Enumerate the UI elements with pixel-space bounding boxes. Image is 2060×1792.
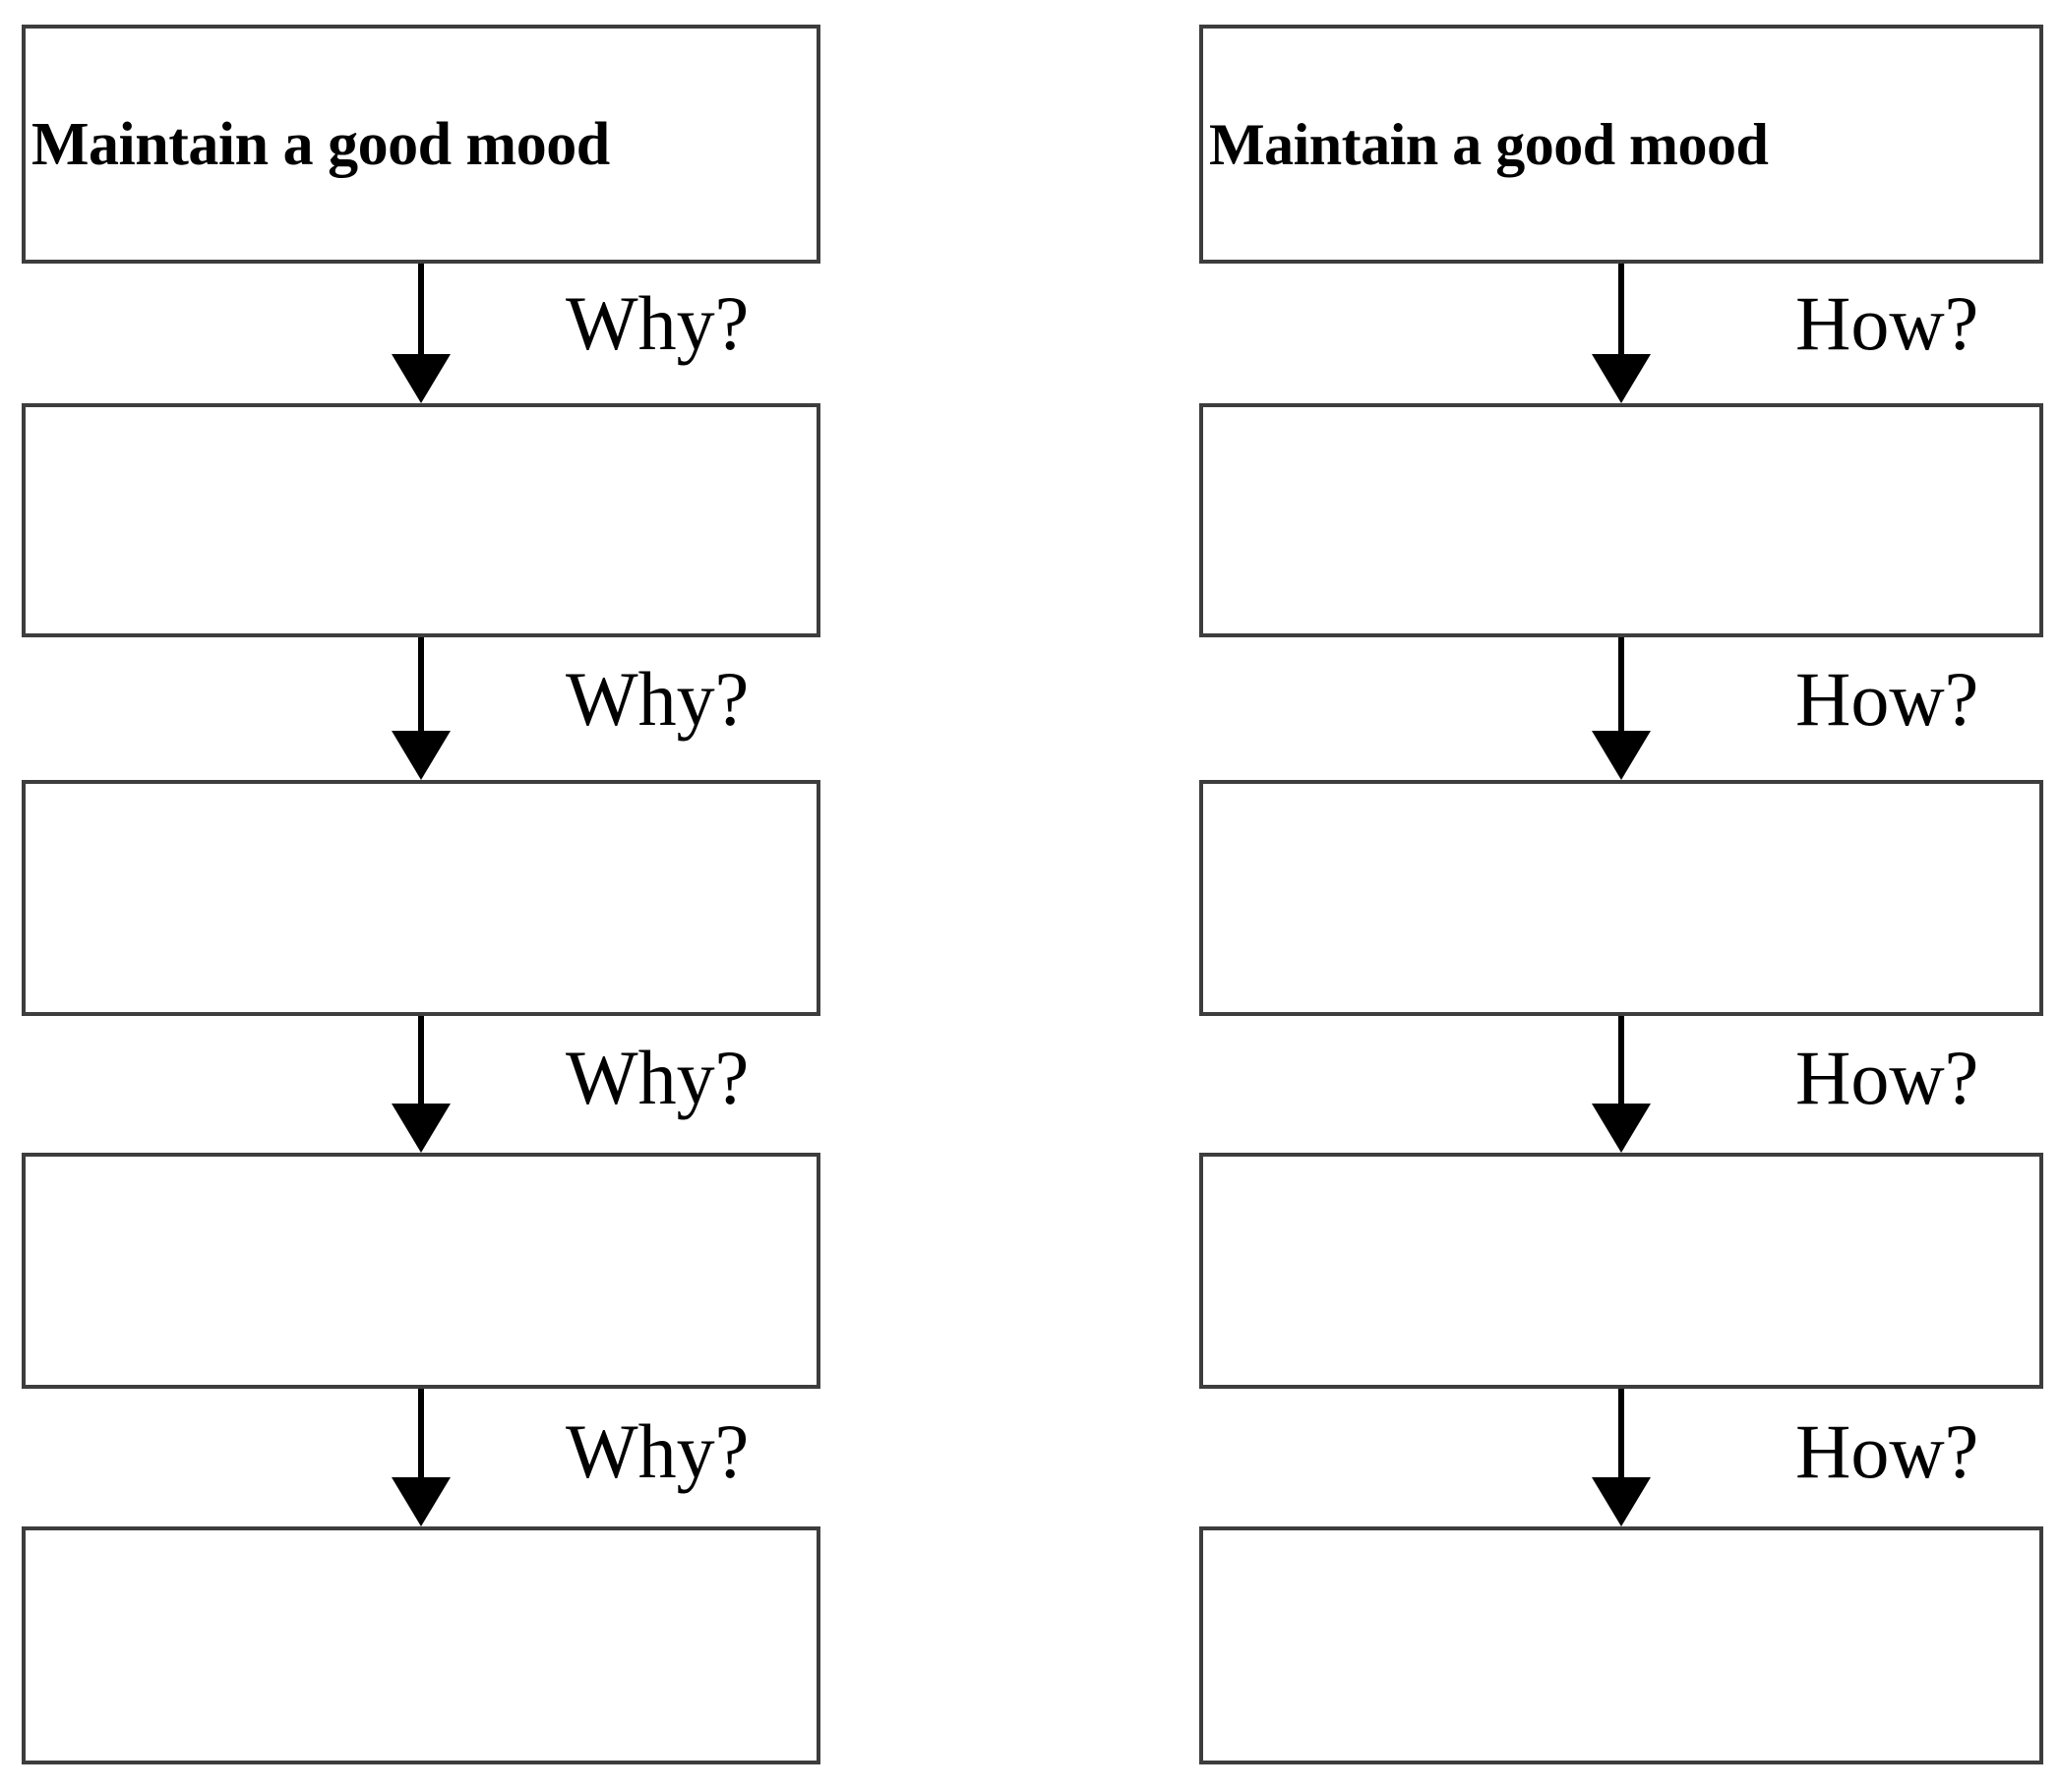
- arrow-head-icon: [392, 1477, 451, 1526]
- why-arrow-4: [392, 1389, 451, 1526]
- arrow-stem: [1618, 1016, 1624, 1104]
- how-ladder-column: Maintain a good mood How? How? How?: [1030, 0, 2060, 1792]
- why-arrow-3-label: Why?: [566, 1035, 750, 1120]
- how-arrow-1: [1592, 264, 1651, 403]
- how-arrow-3-label: How?: [1795, 1035, 1979, 1120]
- how-arrow-2: [1592, 637, 1651, 780]
- how-box-3[interactable]: [1199, 780, 2043, 1016]
- how-arrow-1-label: How?: [1795, 280, 1979, 366]
- arrow-stem: [1618, 637, 1624, 731]
- why-arrow-4-label: Why?: [566, 1408, 750, 1494]
- how-box-2[interactable]: [1199, 403, 2043, 637]
- how-box-1-label: Maintain a good mood: [1209, 111, 1769, 177]
- arrow-head-icon: [1592, 1104, 1651, 1153]
- why-box-1-label: Maintain a good mood: [31, 110, 610, 178]
- arrow-head-icon: [392, 354, 451, 403]
- why-arrow-1: [392, 264, 451, 403]
- why-arrow-3: [392, 1016, 451, 1153]
- how-arrow-4: [1592, 1389, 1651, 1526]
- arrow-stem: [418, 637, 424, 731]
- why-arrow-1-label: Why?: [566, 280, 750, 366]
- how-box-5[interactable]: [1199, 1526, 2043, 1764]
- how-arrow-2-label: How?: [1795, 656, 1979, 742]
- why-box-2[interactable]: [22, 403, 820, 637]
- arrow-stem: [418, 264, 424, 354]
- arrow-stem: [1618, 264, 1624, 354]
- arrow-head-icon: [392, 731, 451, 780]
- arrow-head-icon: [1592, 354, 1651, 403]
- why-box-3[interactable]: [22, 780, 820, 1016]
- how-box-1[interactable]: Maintain a good mood: [1199, 25, 2043, 264]
- how-arrow-3: [1592, 1016, 1651, 1153]
- how-arrow-4-label: How?: [1795, 1408, 1979, 1494]
- arrow-head-icon: [1592, 1477, 1651, 1526]
- why-arrow-2: [392, 637, 451, 780]
- arrow-head-icon: [1592, 731, 1651, 780]
- arrow-stem: [418, 1016, 424, 1104]
- why-box-1[interactable]: Maintain a good mood: [22, 25, 820, 264]
- arrow-stem: [418, 1389, 424, 1477]
- how-box-4[interactable]: [1199, 1153, 2043, 1389]
- arrow-stem: [1618, 1389, 1624, 1477]
- why-box-5[interactable]: [22, 1526, 820, 1764]
- why-arrow-2-label: Why?: [566, 656, 750, 742]
- why-ladder-column: Maintain a good mood Why? Why? Why?: [22, 25, 820, 1764]
- arrow-head-icon: [392, 1104, 451, 1153]
- why-box-4[interactable]: [22, 1153, 820, 1389]
